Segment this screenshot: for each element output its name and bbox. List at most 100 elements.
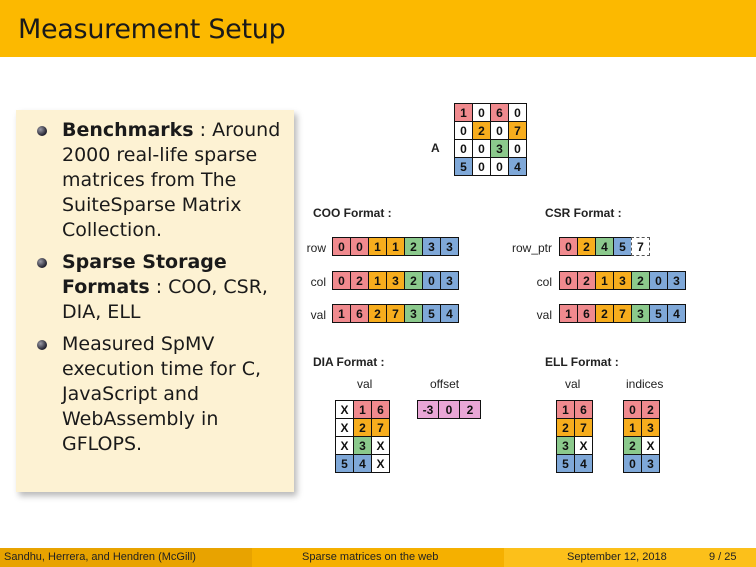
ell-indices-row-cell: 2: [623, 436, 642, 455]
matrix-row-cell: 0: [490, 157, 509, 176]
matrix-row-cell: 0: [472, 157, 491, 176]
coo-val-array-cell: 2: [368, 304, 387, 323]
coo-val-array-cell: 5: [422, 304, 441, 323]
dia-val-row-cell: 4: [353, 454, 372, 473]
matrix-row-cell: 0: [472, 139, 491, 158]
coo-col-array-cell: 2: [404, 271, 423, 290]
coo-col-label: col: [310, 275, 326, 289]
coo-val-array-cell: 1: [332, 304, 351, 323]
coo-row-array-cell: 0: [332, 237, 351, 256]
csr-rowptr-label: row_ptr: [511, 241, 552, 255]
title-bar: Measurement Setup: [0, 0, 756, 57]
dia-title: DIA Format :: [313, 355, 385, 369]
ell-val-row-cell: 4: [574, 454, 593, 473]
csr-rowptr-array-cell: 0: [559, 237, 578, 256]
matrix-row-cell: 6: [490, 103, 509, 122]
bullet-list: Benchmarks : Around 2000 real-life spars…: [36, 118, 294, 464]
csr-rowptr-array-cell: 5: [613, 237, 632, 256]
dia-val-row-cell: X: [371, 454, 390, 473]
coo-row-array-cell: 3: [422, 237, 441, 256]
bullet-item-benchmarks: Benchmarks : Around 2000 real-life spars…: [36, 118, 294, 243]
coo-col-array-cell: 1: [368, 271, 387, 290]
csr-col-array-cell: 3: [613, 271, 632, 290]
csr-col-array-cell: 3: [667, 271, 686, 290]
matrix-row-cell: 7: [508, 121, 527, 140]
bullet-item-measured: Measured SpMV execution time for C, Java…: [36, 332, 294, 457]
coo-row-array-cell: 1: [368, 237, 387, 256]
coo-row-array-cell: 1: [386, 237, 405, 256]
csr-val-label: val: [536, 308, 552, 322]
matrix-row-cell: 0: [454, 121, 473, 140]
csr-col-array-cell: 1: [595, 271, 614, 290]
ell-indices-label: indices: [626, 377, 664, 391]
csr-val-array-cell: 2: [595, 304, 614, 323]
bullet-icon: [37, 258, 47, 268]
bullet-item-formats: Sparse Storage Formats : COO, CSR, DIA, …: [36, 250, 294, 325]
matrix-row-cell: 4: [508, 157, 527, 176]
coo-title: COO Format :: [313, 206, 392, 220]
matrix-row-cell: 0: [472, 103, 491, 122]
bullet-icon: [37, 126, 47, 136]
coo-col-array-cell: 0: [332, 271, 351, 290]
dia-val-row-cell: 5: [335, 454, 354, 473]
coo-row-label: row: [306, 241, 326, 255]
ell-val-row-cell: 6: [574, 400, 593, 419]
matrix-row-cell: 0: [454, 139, 473, 158]
csr-rowptr-array-cell: 4: [595, 237, 614, 256]
footer-right: September 12, 2018 9 / 25: [504, 548, 756, 567]
csr-title: CSR Format :: [545, 206, 622, 220]
ell-val-row-cell: 5: [556, 454, 575, 473]
ell-indices-row-cell: 1: [623, 418, 642, 437]
dia-val-row-cell: 6: [371, 400, 390, 419]
matrix-row-cell: 0: [508, 103, 527, 122]
dia-val-row-cell: 2: [353, 418, 372, 437]
dia-val-row-cell: X: [335, 400, 354, 419]
bullet-block: Benchmarks : Around 2000 real-life spars…: [16, 110, 294, 492]
bullet-text: : Around 2000 real-life sparse matrices …: [62, 119, 281, 241]
bullet-bold: Sparse Storage Formats: [62, 251, 227, 298]
csr-rowptr-array-cell: 7: [631, 237, 650, 256]
csr-col-label: col: [536, 275, 552, 289]
csr-val-array-cell: 6: [577, 304, 596, 323]
bullet-bold: Benchmarks: [62, 119, 194, 141]
footer: Sandhu, Herrera, and Hendren (McGill) Sp…: [0, 548, 756, 567]
dia-val-row-cell: 1: [353, 400, 372, 419]
footer-date: September 12, 2018: [567, 551, 667, 563]
coo-val-label: val: [310, 308, 326, 322]
coo-row-array-cell: 2: [404, 237, 423, 256]
csr-val-array-cell: 3: [631, 304, 650, 323]
ell-val-row-cell: X: [574, 436, 593, 455]
csr-val-array-cell: 4: [667, 304, 686, 323]
dia-val-row-cell: X: [335, 436, 354, 455]
bullet-text: Measured SpMV execution time for C, Java…: [62, 333, 262, 455]
matrix-row-cell: 2: [472, 121, 491, 140]
dia-offset-array-cell: -3: [417, 400, 439, 419]
footer-talk-title: Sparse matrices on the web: [302, 551, 439, 563]
footer-middle: Sparse matrices on the web: [252, 548, 504, 567]
ell-title: ELL Format :: [545, 355, 619, 369]
csr-val-array-cell: 1: [559, 304, 578, 323]
dia-val-row-cell: 3: [353, 436, 372, 455]
ell-val-label: val: [565, 377, 581, 391]
dia-val-row-cell: 7: [371, 418, 390, 437]
dia-val-row-cell: X: [335, 418, 354, 437]
ell-indices-row-cell: 0: [623, 454, 642, 473]
bullet-text: : COO, CSR, DIA, ELL: [62, 276, 268, 323]
ell-val-row-cell: 7: [574, 418, 593, 437]
dia-offset-array-cell: 0: [438, 400, 460, 419]
